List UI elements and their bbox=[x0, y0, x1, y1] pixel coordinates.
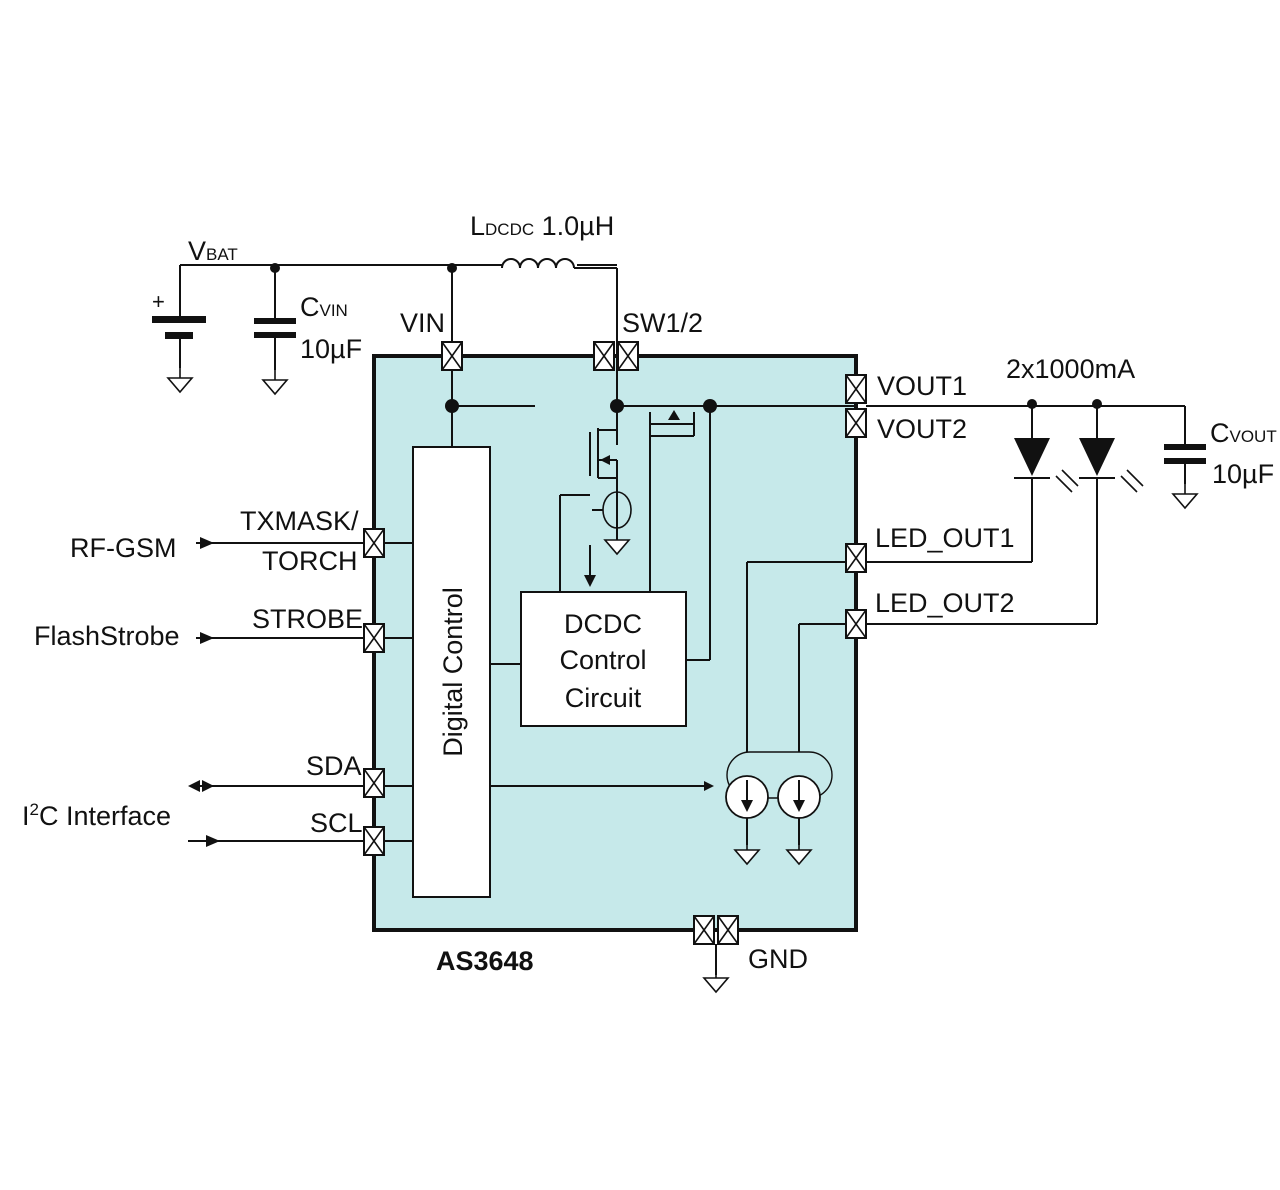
pin-scl bbox=[363, 826, 385, 856]
pin-vout1-label: VOUT1 bbox=[877, 371, 967, 401]
battery-plus-sign: + bbox=[152, 289, 165, 314]
led-2 bbox=[1079, 406, 1144, 624]
cvin-label: CVIN bbox=[300, 292, 348, 322]
cvout-capacitor bbox=[1164, 406, 1206, 509]
cvout-value: 10µF bbox=[1212, 459, 1274, 489]
pin-sw-label: SW1/2 bbox=[622, 308, 703, 338]
chip-name: AS3648 bbox=[436, 946, 534, 976]
dcdc-control-block bbox=[520, 591, 687, 727]
pin-gnd-a bbox=[693, 915, 715, 945]
low-side-transistor bbox=[559, 399, 632, 592]
pin-scl-label: SCL bbox=[310, 808, 363, 838]
pin-sda bbox=[363, 768, 385, 798]
pin-txmask bbox=[363, 528, 385, 558]
cvout-label: CVOUT bbox=[1210, 418, 1277, 448]
led-1 bbox=[1014, 406, 1079, 562]
pin-led-out1 bbox=[845, 543, 867, 573]
vbat-label: VBAT bbox=[188, 236, 238, 266]
digital-control-block bbox=[412, 446, 491, 898]
pin-sw-a bbox=[593, 341, 615, 371]
battery-symbol: + bbox=[152, 265, 206, 393]
pin-strobe-label: STROBE bbox=[252, 604, 363, 634]
cvin-capacitor bbox=[254, 265, 296, 395]
pin-torch-label: TORCH bbox=[262, 546, 358, 576]
signal-flash-strobe: FlashStrobe bbox=[34, 621, 180, 651]
dcdc-label-line3: Circuit bbox=[565, 683, 642, 713]
pin-strobe bbox=[363, 623, 385, 653]
high-side-transistor bbox=[617, 399, 856, 661]
dcdc-label-line1: DCDC bbox=[564, 609, 642, 639]
signal-rf-gsm: RF-GSM bbox=[70, 533, 176, 563]
pin-gnd-b bbox=[717, 915, 739, 945]
ldcdc-label: LDCDC 1.0µH bbox=[470, 211, 614, 241]
signal-i2c-interface: I2C Interface bbox=[22, 800, 171, 831]
pin-led-out2-label: LED_OUT2 bbox=[875, 588, 1015, 618]
pin-vout2-label: VOUT2 bbox=[877, 414, 967, 444]
pin-sw-b bbox=[617, 341, 639, 371]
pin-led-out1-label: LED_OUT1 bbox=[875, 523, 1015, 553]
pin-led-out2 bbox=[845, 609, 867, 639]
pin-sda-label: SDA bbox=[306, 751, 362, 781]
vbat-rail bbox=[180, 263, 617, 273]
led-current-label: 2x1000mA bbox=[1006, 354, 1135, 384]
cvin-value: 10µF bbox=[300, 334, 362, 364]
vout-rail bbox=[866, 399, 1185, 409]
digital-control-label: Digital Control bbox=[438, 587, 468, 757]
dcdc-label-line2: Control bbox=[559, 645, 646, 675]
pin-vin-label: VIN bbox=[400, 308, 445, 338]
pin-vout2 bbox=[845, 408, 867, 438]
pin-gnd-label: GND bbox=[748, 944, 808, 974]
pin-vin bbox=[441, 341, 463, 371]
pin-txmask-label: TXMASK/ bbox=[240, 506, 359, 536]
ldcdc-inductor bbox=[501, 258, 617, 269]
current-sinks bbox=[725, 751, 833, 865]
pin-vout1 bbox=[845, 374, 867, 404]
